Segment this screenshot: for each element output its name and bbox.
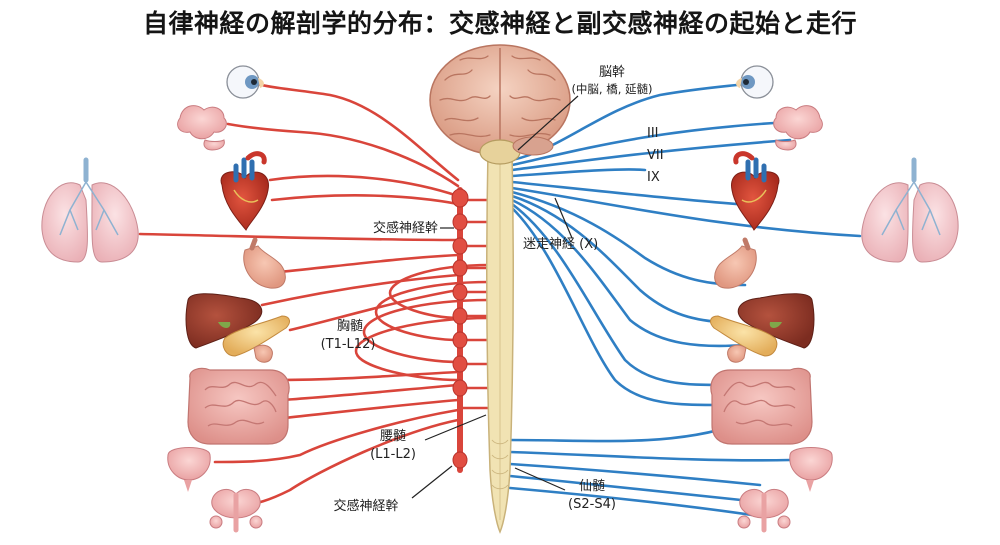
label-cn9: IX	[647, 170, 660, 185]
intestines-right-icon	[710, 367, 813, 445]
intestines-left-icon	[187, 367, 290, 445]
label-lumbar-range: (L1-L2)	[370, 447, 416, 462]
pancreas-left-icon	[222, 315, 290, 363]
label-thoracic-range: (T1-L12)	[321, 337, 376, 352]
para-sacral-4	[508, 474, 762, 504]
sympathetic-nerves	[138, 82, 494, 507]
heart-left-icon	[220, 151, 269, 231]
liver-left-icon	[185, 293, 263, 349]
spinal-cord	[485, 149, 515, 534]
para-nerve-int-2	[510, 206, 720, 407]
parasympathetic-nerves	[508, 82, 862, 517]
reproductive-right-icon	[737, 488, 791, 533]
sym-nerve-bladder	[213, 408, 460, 464]
lungs-right-icon	[861, 157, 959, 263]
eye-right-icon	[736, 65, 774, 99]
bladder-left-icon	[167, 447, 211, 492]
pancreas-right-icon	[710, 315, 778, 363]
sym-loop-3	[362, 298, 492, 364]
label-sacral-range: (S2-S4)	[568, 497, 616, 512]
liver-right-icon	[737, 293, 815, 349]
stomach-right-icon	[714, 237, 757, 289]
para-sacral-3	[508, 462, 762, 487]
label-sympathetic-trunk-lower: 交感神経幹	[333, 498, 398, 514]
para-nerve-ix	[510, 168, 647, 178]
page-title: 自律神経の解剖学的分布：交感神経と副交感神経の起始と走行	[142, 9, 857, 38]
label-sacral-cord: 仙髄	[579, 479, 605, 494]
label-brainstem: 脳幹	[599, 64, 625, 80]
label-vagus: 迷走神経 (X)	[523, 237, 598, 252]
label-sympathetic-trunk-upper: 交感神経幹	[373, 220, 438, 236]
sympathetic-trunk	[451, 187, 469, 473]
para-nerve-gland-1	[510, 120, 792, 167]
label-brainstem-parts: (中脳, 橋, 延髄)	[571, 82, 652, 96]
sym-nerve-gland	[226, 122, 460, 188]
para-nerve-liver	[510, 194, 722, 324]
reproductive-left-icon	[209, 488, 263, 533]
leader-lines	[411, 95, 579, 499]
salivary-gland-right-icon	[773, 105, 823, 151]
stomach-left-icon	[243, 237, 286, 289]
para-nerve-stomach	[510, 190, 747, 287]
label-cn7: VII	[647, 148, 664, 163]
brain	[429, 44, 571, 165]
bladder-right-icon	[789, 447, 833, 492]
sym-nerve-eye	[256, 82, 460, 182]
sym-nerve-stomach	[278, 253, 460, 274]
sym-nerve-int-2	[280, 383, 460, 402]
sym-loop-1	[388, 263, 492, 320]
sym-loop-2	[374, 280, 492, 342]
para-sacral-2	[508, 450, 792, 462]
sym-loop-4	[354, 316, 492, 382]
eye-left-icon	[226, 65, 264, 99]
para-nerve-heart	[510, 180, 752, 207]
sym-nerve-liver	[260, 273, 460, 307]
label-lumbar-cord: 腰髄	[380, 429, 406, 444]
sym-nerve-int-3	[282, 398, 460, 420]
sym-nerve-heart-2	[270, 194, 460, 206]
heart-right-icon	[731, 151, 780, 231]
para-nerve-gland-2	[510, 138, 792, 172]
label-thoracic-cord: 胸髄	[337, 319, 363, 334]
sym-nerve-pancreas	[288, 288, 460, 332]
salivary-gland-left-icon	[177, 105, 227, 151]
sym-nerve-lung	[138, 232, 460, 242]
para-sacral-5	[508, 486, 754, 517]
para-nerve-lung	[510, 186, 862, 238]
label-cn3: III	[647, 126, 659, 141]
para-nerve-pancreas	[510, 198, 747, 348]
sym-nerve-int-1	[278, 370, 460, 382]
sym-nerve-heart-1	[268, 174, 460, 198]
para-nerve-int-1	[510, 202, 722, 387]
lungs-left-icon	[41, 157, 139, 263]
